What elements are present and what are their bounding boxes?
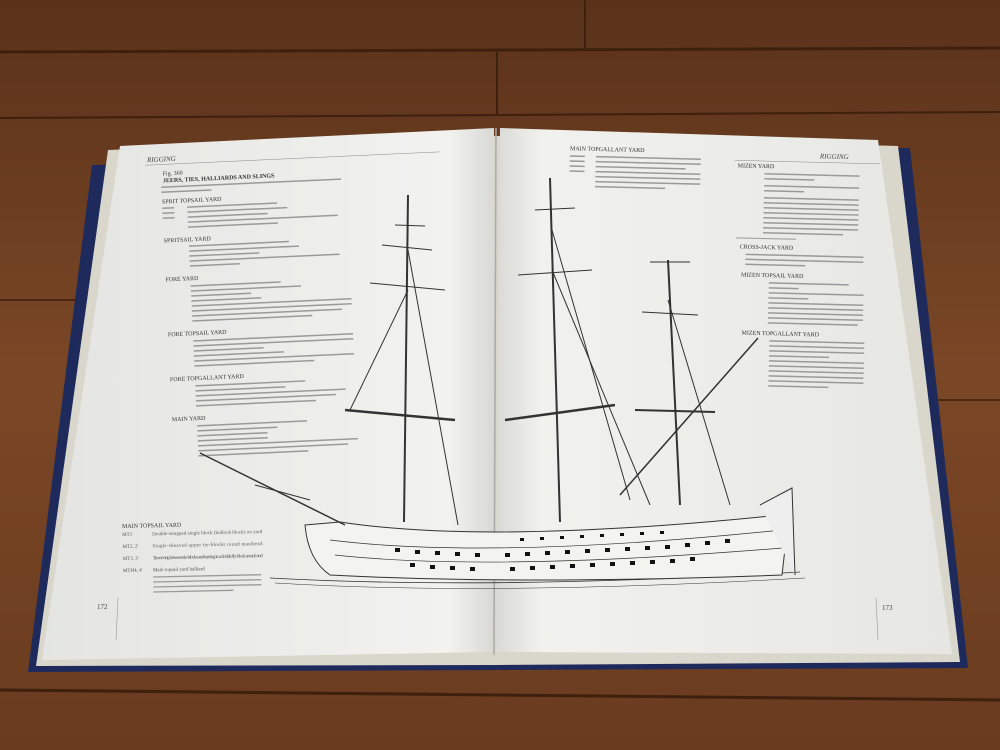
section-heading: CROSS-JACK YARD (740, 244, 794, 251)
foremast (344, 194, 459, 526)
svg-text:Single-sheaved upper tie-block: Single-sheaved upper tie-blocks round ma… (152, 542, 263, 549)
running-head-left: RIGGING (146, 155, 176, 164)
ship-rigging-drawing (199, 177, 806, 589)
svg-text:Tie reeving between tie-blocks: Tie reeving between tie-blocks and turni… (153, 554, 264, 561)
section-heading: MIZEN YARD (738, 163, 775, 170)
section-heading: SPRIT TOPSAIL YARD (162, 197, 222, 206)
section-heading: MIZEN TOPSAIL YARD (741, 272, 804, 280)
section-heading: SPRITSAIL YARD (164, 236, 212, 244)
section-heading: FORE TOPGALLANT YARD (170, 374, 245, 383)
mainmast (504, 177, 651, 523)
left-page-text: RIGGING Fig. 360 JEERS, TIES, HALLIARDS … (145, 151, 440, 457)
svg-text:Double-strapped single block (: Double-strapped single block (bullock bl… (152, 530, 263, 537)
svg-text:MTH4, 4': MTH4, 4' (123, 569, 143, 574)
figure-number: Fig. 360 (163, 171, 183, 178)
right-page-text: MAIN TOPGALLANT YARD RIGGING MIZEN YARD … (569, 146, 880, 389)
bowsprit (199, 452, 346, 526)
section-heading: MAIN YARD (172, 416, 207, 424)
section-heading: MIZEN TOPGALLANT YARD (741, 330, 819, 338)
svg-text:MT3, 3': MT3, 3' (123, 557, 139, 562)
mizzenmast (619, 259, 759, 506)
svg-text:MT1: MT1 (122, 533, 133, 538)
section-heading: MAIN TOPGALLANT YARD (570, 146, 645, 154)
right-page (496, 128, 952, 654)
running-head-right: RIGGING (819, 152, 849, 161)
section-heading: MAIN TOPSAIL YARD (122, 523, 182, 530)
page-number-left: 172 (97, 603, 108, 611)
page-number-right: 173 (882, 604, 893, 612)
gun-ports (395, 531, 730, 571)
svg-text:MT2, 2': MT2, 2' (122, 545, 138, 550)
section-heading: FORE YARD (165, 276, 199, 284)
main-topsail-yard-text: MAIN TOPSAIL YARD MT1 Double-strapped si… (122, 523, 264, 593)
section-heading: FORE TOPSAIL YARD (168, 330, 228, 339)
figure-title: JEERS, TIES, HALLIARDS AND SLINGS (163, 173, 275, 184)
svg-text:Main topsail yard halliard: Main topsail yard halliard (153, 567, 205, 573)
